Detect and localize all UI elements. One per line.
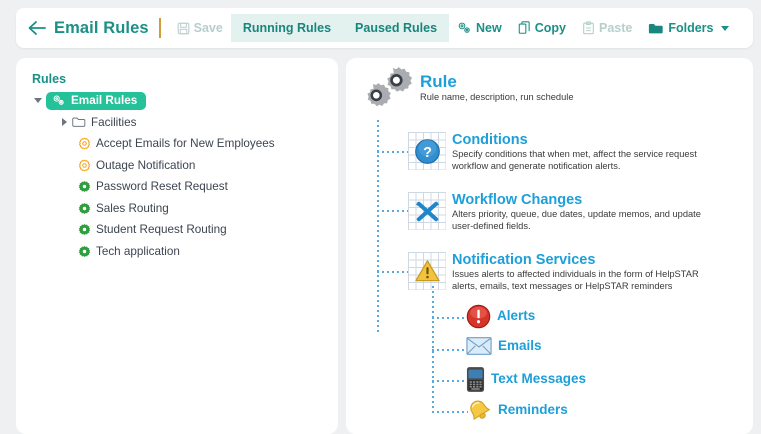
tab-paused-rules[interactable]: Paused Rules	[343, 14, 450, 42]
save-button[interactable]: Save	[169, 15, 231, 41]
gears-icon	[457, 21, 472, 35]
chevron-down-icon	[34, 98, 42, 104]
connector-to-text-messages	[432, 380, 468, 382]
back-arrow-icon[interactable]	[26, 17, 48, 39]
tree-item-label: Tech application	[96, 244, 180, 258]
diagram-node-notification-services-title: Notification Services	[452, 252, 596, 268]
gears-icon	[360, 66, 414, 118]
connector-to-reminders	[432, 411, 468, 413]
diagram-node-rule[interactable]: Rule Rule name, description, run schedul…	[360, 66, 574, 118]
gear-icon	[78, 245, 91, 258]
warning-triangle-icon	[408, 252, 446, 290]
tree-item-label: Student Request Routing	[96, 223, 227, 237]
alert-exclamation-icon	[466, 304, 491, 329]
chevron-down-icon	[720, 25, 729, 31]
gear-icon	[78, 223, 91, 236]
mobile-phone-icon	[466, 366, 485, 393]
diagram-node-alerts-title: Alerts	[497, 308, 536, 324]
folders-button[interactable]: Folders	[640, 15, 736, 41]
save-disk-icon	[177, 22, 190, 35]
copy-label: Copy	[534, 21, 566, 35]
diagram-node-notification-services-desc: Issues alerts to affected individuals in…	[452, 269, 699, 291]
expand-toggle-facilities[interactable]	[56, 118, 72, 127]
diagram-node-reminders[interactable]: Reminders	[466, 398, 568, 422]
save-label: Save	[193, 21, 223, 35]
tree-item-facilities-label: Facilities	[91, 115, 137, 129]
tree-item-email-rules[interactable]: Email Rules	[16, 90, 338, 112]
new-button[interactable]: New	[449, 15, 510, 41]
diagram-node-text-messages[interactable]: Text Messages	[466, 366, 586, 393]
rules-tree: Email Rules Facilities	[16, 90, 338, 262]
diagram-node-workflow-changes-title: Workflow Changes	[452, 192, 583, 208]
diagram-node-workflow-changes[interactable]: Workflow Changes Alters priority, queue,…	[408, 192, 712, 232]
page-title: Email Rules	[54, 18, 149, 37]
connector-to-alerts	[432, 317, 468, 319]
diagram-node-reminders-title: Reminders	[498, 401, 568, 417]
tree-item-tech-application[interactable]: Tech application	[16, 241, 338, 263]
diagram-node-notification-services[interactable]: Notification Services Issues alerts to a…	[408, 252, 724, 292]
rule-diagram: Rule Rule name, description, run schedul…	[346, 58, 753, 434]
tree-item-label: Sales Routing	[96, 201, 169, 215]
gears-icon	[52, 94, 66, 107]
envelope-icon	[466, 336, 492, 356]
diagram-node-text-messages-title: Text Messages	[491, 371, 587, 387]
connector-to-emails	[432, 349, 468, 351]
tree-item-accept-emails-for-new-employees[interactable]: Accept Emails for New Employees	[16, 133, 338, 155]
new-label: New	[476, 21, 502, 35]
tree-item-sales-routing[interactable]: Sales Routing	[16, 198, 338, 220]
expand-toggle-email-rules[interactable]	[30, 98, 46, 104]
tab-paused-rules-label: Paused Rules	[355, 21, 438, 35]
tree-item-email-rules-label: Email Rules	[71, 94, 138, 108]
tree-item-label: Outage Notification	[96, 158, 196, 172]
connector-to-notifications	[377, 271, 412, 273]
folder-icon	[72, 116, 86, 128]
tab-running-rules-label: Running Rules	[242, 21, 332, 35]
paste-button[interactable]: Paste	[574, 15, 640, 41]
rules-tree-panel: Rules Email Rules	[16, 58, 338, 434]
gear-icon	[78, 159, 91, 172]
question-mark-icon: ?	[408, 132, 446, 170]
diagram-node-workflow-changes-desc: Alters priority, queue, due dates, updat…	[452, 209, 701, 231]
paste-label: Paste	[598, 21, 633, 35]
copy-icon	[518, 21, 531, 35]
folder-icon	[648, 22, 664, 35]
gear-icon	[78, 137, 91, 150]
diagram-node-emails[interactable]: Emails	[466, 336, 542, 356]
tree-item-outage-notification[interactable]: Outage Notification	[16, 155, 338, 177]
diagram-node-conditions[interactable]: ? Conditions Specify conditions that whe…	[408, 132, 712, 172]
tree-item-label: Accept Emails for New Employees	[96, 137, 275, 151]
tree-item-password-reset-request[interactable]: Password Reset Request	[16, 176, 338, 198]
tree-item-email-rules-label-wrap: Email Rules	[46, 91, 147, 110]
tab-running-rules[interactable]: Running Rules	[230, 14, 344, 42]
shuffle-arrows-icon	[408, 192, 446, 230]
diagram-node-rule-title: Rule	[420, 72, 457, 91]
diagram-node-conditions-title: Conditions	[452, 132, 528, 148]
rules-heading: Rules	[32, 72, 67, 86]
diagram-node-conditions-desc: Specify conditions that when met, affect…	[452, 149, 697, 171]
gear-icon	[78, 180, 91, 193]
tree-item-facilities[interactable]: Facilities	[16, 112, 338, 134]
chevron-right-icon	[61, 118, 67, 127]
tree-item-label: Password Reset Request	[96, 180, 228, 194]
folders-label: Folders	[668, 21, 714, 35]
gear-icon	[78, 202, 91, 215]
copy-button[interactable]: Copy	[510, 15, 574, 41]
svg-text:?: ?	[423, 144, 432, 160]
paste-clipboard-icon	[582, 21, 595, 35]
connector-to-workflow	[377, 210, 412, 212]
connector-to-conditions	[377, 151, 412, 153]
connector-trunk	[377, 120, 379, 333]
bell-icon	[466, 398, 492, 422]
diagram-node-rule-desc: Rule name, description, run schedule	[420, 91, 574, 102]
tree-item-facilities-label-wrap: Facilities	[72, 116, 136, 129]
diagram-node-alerts[interactable]: Alerts	[466, 304, 535, 329]
rule-overview-panel: Rule Rule name, description, run schedul…	[346, 58, 753, 434]
tree-item-student-request-routing[interactable]: Student Request Routing	[16, 219, 338, 241]
toolbar: Email Rules Save Running Rules Paused Ru…	[16, 8, 753, 48]
title-divider	[158, 18, 161, 38]
diagram-node-emails-title: Emails	[498, 337, 542, 353]
